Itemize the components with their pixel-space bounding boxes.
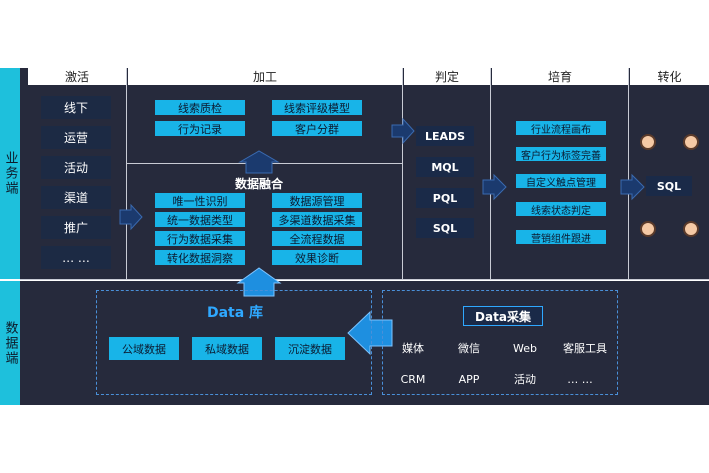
- source-item: APP: [458, 372, 480, 386]
- separator: [402, 68, 403, 279]
- right-arrow-icon: [620, 173, 645, 201]
- data-library-title: Data 库: [206, 305, 264, 321]
- stage-judge: 判定: [404, 68, 490, 85]
- process-box: 线索评级模型: [272, 100, 362, 115]
- stage-process: 加工: [128, 68, 402, 85]
- nurture-item: 客户行为标签完善: [516, 147, 606, 162]
- fusion-box: 全流程数据: [272, 231, 362, 246]
- stage-convert: 转化: [630, 68, 709, 85]
- activation-item: 线下: [41, 96, 111, 119]
- separator: [628, 68, 629, 279]
- person-icon: [683, 134, 699, 150]
- source-item: 微信: [458, 342, 480, 355]
- nurture-item: 行业流程画布: [516, 121, 606, 136]
- activation-item: 活动: [41, 156, 111, 179]
- nurture-item: 营销组件跟进: [516, 230, 606, 245]
- fusion-box: 行为数据采集: [155, 231, 245, 246]
- person-icon: [683, 221, 699, 237]
- stage-nurture: 培育: [492, 68, 628, 85]
- source-item: Web: [513, 341, 537, 355]
- activation-item: … …: [41, 246, 111, 269]
- conversion-sql: SQL: [646, 176, 692, 196]
- process-box: 客户分群: [272, 121, 362, 136]
- data-library-item: 私域数据: [192, 337, 262, 360]
- business-side-label: 业务端: [0, 68, 20, 279]
- judge-item: MQL: [416, 157, 474, 177]
- data-library: [96, 290, 372, 395]
- up-arrow-icon: [236, 267, 282, 297]
- nurture-item: 线索状态判定: [516, 202, 606, 217]
- judge-item: PQL: [416, 188, 474, 208]
- data-side-label: 数据端: [0, 281, 20, 405]
- judge-item: LEADS: [416, 126, 474, 146]
- nurture-item: 自定义触点管理: [516, 174, 606, 189]
- fusion-box: 数据源管理: [272, 193, 362, 208]
- source-item: 客服工具: [563, 342, 607, 355]
- right-arrow-icon: [391, 117, 415, 145]
- source-item: 活动: [514, 373, 536, 386]
- person-icon: [640, 134, 656, 150]
- source-item: … …: [567, 372, 593, 386]
- fusion-box: 多渠道数据采集: [272, 212, 362, 227]
- data-library-item: 公域数据: [109, 337, 179, 360]
- activation-item: 推广: [41, 216, 111, 239]
- right-arrow-icon: [482, 173, 507, 201]
- separator: [490, 68, 491, 279]
- left-arrow-icon: [347, 310, 393, 356]
- data-library-item: 沉淀数据: [275, 337, 345, 360]
- judge-item: SQL: [416, 218, 474, 238]
- source-item: 媒体: [402, 342, 424, 355]
- source-item: CRM: [400, 372, 426, 386]
- fusion-box: 转化数据洞察: [155, 250, 245, 265]
- process-box: 行为记录: [155, 121, 245, 136]
- person-icon: [640, 221, 656, 237]
- up-arrow-icon: [238, 150, 280, 174]
- stage-activate: 激活: [28, 68, 126, 85]
- fusion-box: 统一数据类型: [155, 212, 245, 227]
- separator: [126, 68, 127, 279]
- fusion-box: 效果诊断: [272, 250, 362, 265]
- activation-item: 运营: [41, 126, 111, 149]
- separator: [20, 279, 709, 280]
- right-arrow-icon: [119, 203, 143, 231]
- fusion-title: 数据融合: [234, 176, 283, 191]
- activation-item: 渠道: [41, 186, 111, 209]
- process-box: 线索质检: [155, 100, 245, 115]
- fusion-box: 唯一性识别: [155, 193, 245, 208]
- data-collection: [382, 290, 618, 395]
- data-collection-title: Data采集: [463, 306, 543, 326]
